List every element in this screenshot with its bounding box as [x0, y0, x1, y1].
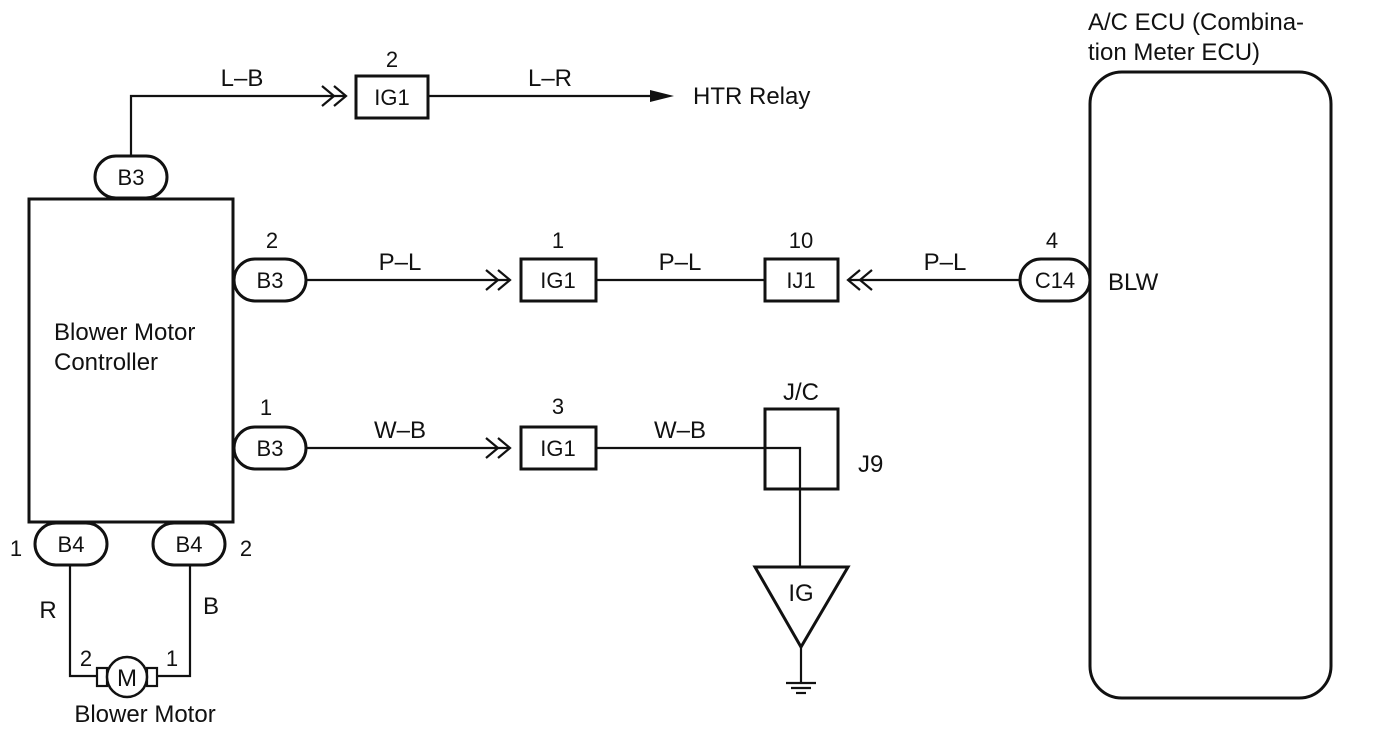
wire-r: [68, 565, 100, 678]
connector-arrow-ig1-low: [497, 437, 512, 459]
controller-label-line2: Controller: [54, 349, 158, 376]
connector-arrow-ig1-mid: [497, 269, 512, 291]
ground-triangle-label: IG: [788, 580, 813, 607]
junction-ig1-low-label: IG1: [540, 436, 575, 461]
connector-arrow-ig1-low: [485, 437, 500, 459]
connector-b3-low-pin: 1: [260, 395, 272, 420]
connector-b4-left-label: B4: [58, 532, 85, 557]
connector-b3-top-label: B3: [118, 165, 145, 190]
connector-arrow-ig1-top: [333, 85, 348, 107]
wire-label-l-r: L–R: [528, 65, 572, 92]
junction-ig1-mid-label: IG1: [540, 268, 575, 293]
connector-arrow-ig1-top: [321, 85, 336, 107]
connector-b3-top: B3: [93, 154, 169, 200]
junction-ij1-pin: 10: [789, 228, 813, 253]
ac-ecu: A/C ECU (Combina- tion Meter ECU) BLW: [1088, 9, 1333, 700]
ground-triangle-ig: [752, 565, 851, 650]
ecu-terminal-blw: BLW: [1108, 269, 1159, 296]
arrowhead-htr-relay: [650, 90, 674, 102]
connector-b3-mid-pin: 2: [266, 228, 278, 253]
j9-label: J9: [858, 451, 883, 478]
connector-arrow-ig1-mid: [485, 269, 500, 291]
wire-label-w-b-left: W–B: [374, 417, 426, 444]
motor-pin-left: 2: [80, 646, 92, 671]
connector-b4-right-label: B4: [176, 532, 203, 557]
connector-c14-pin: 4: [1046, 228, 1058, 253]
blw-signal-circuit: B3 2 P–L IG1 1 P–L IJ1 10 P–L C14 4: [232, 228, 1092, 303]
ecu-title-line2: tion Meter ECU): [1088, 39, 1260, 66]
jc-label: J/C: [783, 379, 819, 406]
junction-ij1: [763, 257, 840, 303]
wire-l-b: [129, 94, 345, 156]
ecu-title-line1: A/C ECU (Combina-: [1088, 9, 1304, 36]
wire-label-r: R: [39, 597, 56, 624]
motor-symbol: M: [117, 665, 137, 692]
wire-label-p-l-left: P–L: [379, 249, 422, 276]
motor-pin-right: 1: [166, 646, 178, 671]
junction-ig1-low-pin: 3: [552, 394, 564, 419]
wire-label-w-b-right: W–B: [654, 417, 706, 444]
htr-relay-label: HTR Relay: [693, 83, 810, 110]
junction-ij1-label: IJ1: [786, 268, 815, 293]
connector-c14-label: C14: [1035, 268, 1075, 293]
wire-b: [155, 565, 192, 678]
connector-b3-mid-label: B3: [257, 268, 284, 293]
blower-motor-controller: Blower Motor Controller: [27, 197, 235, 524]
connector-b3-low-label: B3: [257, 436, 284, 461]
junction-ig1-top-label: IG1: [374, 85, 409, 110]
wire-w-b-right: [596, 446, 802, 567]
connector-b4-left-pin: 1: [10, 536, 22, 561]
junction-ig1-mid-pin: 1: [552, 228, 564, 253]
motor-label: Blower Motor: [74, 701, 215, 728]
wire-label-b: B: [203, 593, 219, 620]
connector-b4-right-pin: 2: [240, 536, 252, 561]
motor-icon: [105, 655, 149, 699]
ground-circuit: B3 1 W–B IG1 3 W–B J/C J9 IG: [232, 379, 883, 695]
controller-label-line1: Blower Motor: [54, 319, 195, 346]
wire-label-p-l-right: P–L: [924, 249, 967, 276]
motor-terminal-left: [95, 666, 109, 688]
junction-ig1-top-pin: 2: [386, 47, 398, 72]
ecu-box: [1088, 70, 1333, 700]
htr-relay-circuit: IG1 2 L–B L–R HTR Relay: [129, 47, 810, 156]
junction-block-jc: [763, 407, 840, 491]
motor-terminal-right: [145, 666, 159, 688]
wire-label-l-b: L–B: [221, 65, 264, 92]
blower-motor-circuit: B4 1 B4 2 R B M 2 1 Blower Motor: [10, 521, 252, 728]
wire-label-p-l-center: P–L: [659, 249, 702, 276]
